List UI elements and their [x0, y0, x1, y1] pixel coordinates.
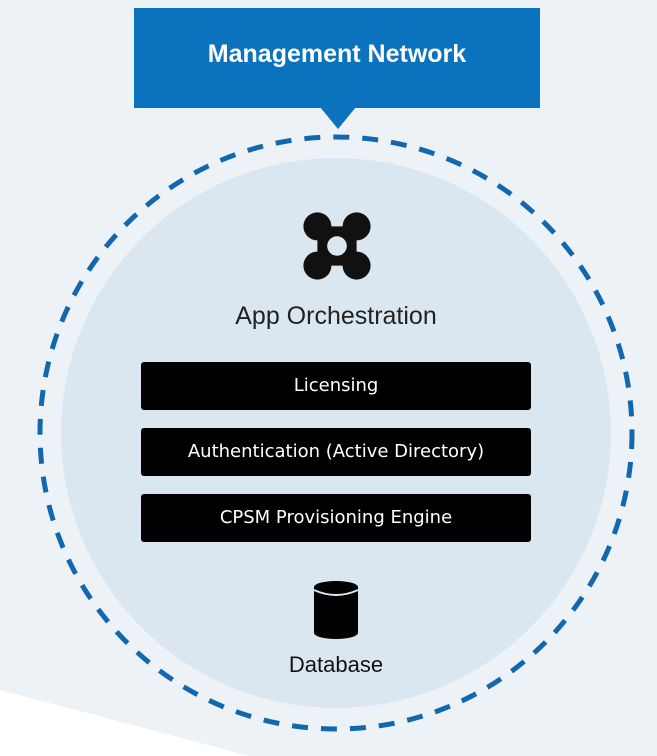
header-pointer — [320, 107, 356, 129]
dashed-ring — [37, 134, 635, 732]
licensing-layer: Licensing — [141, 362, 531, 410]
database-cylinder-icon — [313, 581, 359, 639]
authentication-layer: Authentication (Active Directory) — [141, 428, 531, 476]
management-network-header: Management Network — [134, 8, 540, 108]
database-label: Database — [288, 652, 384, 677]
app-orchestration-title: App Orchestration — [235, 302, 437, 330]
app-orchestration-logo-icon — [303, 212, 371, 280]
cpsm-provisioning-layer: CPSM Provisioning Engine — [141, 494, 531, 542]
header-title: Management Network — [207, 40, 467, 68]
